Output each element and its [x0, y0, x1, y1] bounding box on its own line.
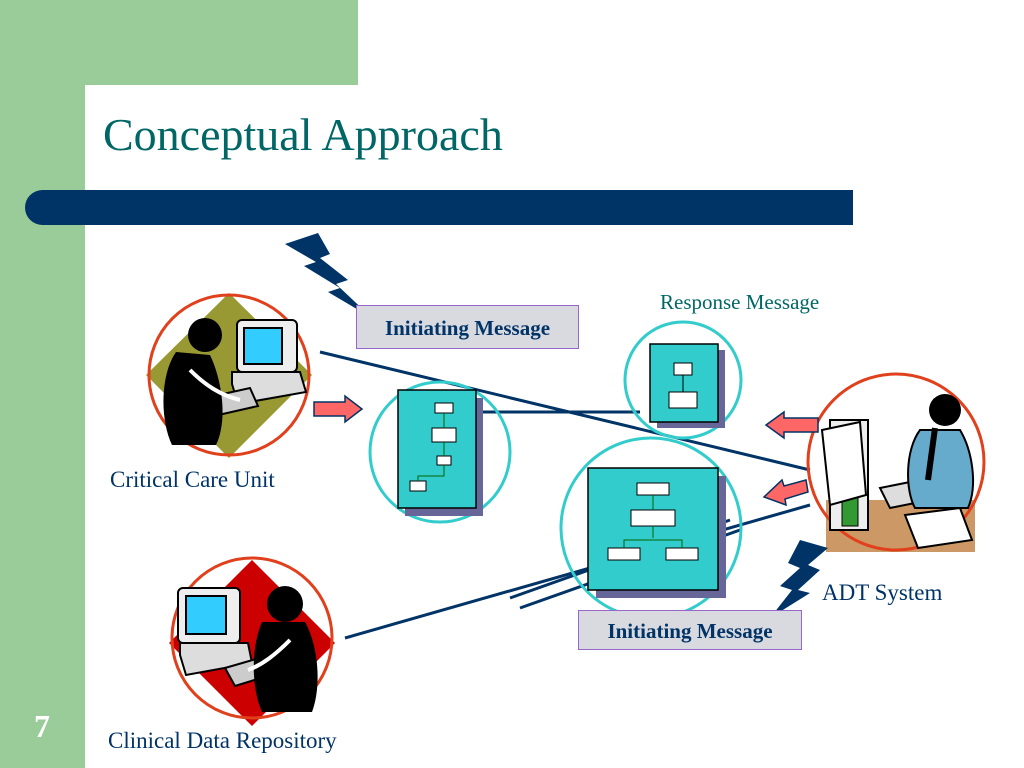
adt-figure [806, 372, 986, 552]
line-cdr-to-adt [344, 503, 811, 640]
message-document-large [559, 436, 743, 620]
clinical-repository-figure [169, 556, 335, 726]
clinical-repository-label: Clinical Data Repository [108, 728, 337, 753]
ccu-circle [147, 293, 311, 457]
critical-care-label: Critical Care Unit [110, 467, 275, 492]
left-arrow-icon-2 [762, 478, 809, 507]
cdr-circle [170, 556, 334, 720]
left-arrow-icon [764, 410, 819, 440]
lightning-bolt-icon [285, 233, 372, 318]
right-arrow-icon [313, 394, 364, 424]
connector-lines [319, 350, 811, 640]
lightning-bolt-icon-2 [770, 540, 828, 618]
green-top-panel [0, 0, 358, 85]
message-document-center [368, 380, 512, 524]
green-side-panel [0, 0, 85, 768]
computer-user-clipart-2 [177, 586, 318, 712]
response-message-label: Response Message [660, 290, 820, 314]
msg-circle-response [623, 320, 743, 440]
page-title: Conceptual Approach [103, 109, 503, 160]
initiating-message-bottom: Initiating Message [578, 610, 802, 650]
computer-user-clipart [163, 318, 308, 445]
computer-user-clipart-3 [820, 394, 974, 550]
message-document-response [623, 320, 743, 440]
initiating-message-top: Initiating Message [356, 305, 579, 349]
slide-number: 7 [34, 708, 50, 744]
msg-circle-center [368, 380, 512, 524]
adt-circle [806, 372, 986, 552]
critical-care-figure [146, 293, 312, 458]
adt-system-label: ADT System [822, 580, 943, 605]
title-rule-bar [25, 190, 853, 225]
